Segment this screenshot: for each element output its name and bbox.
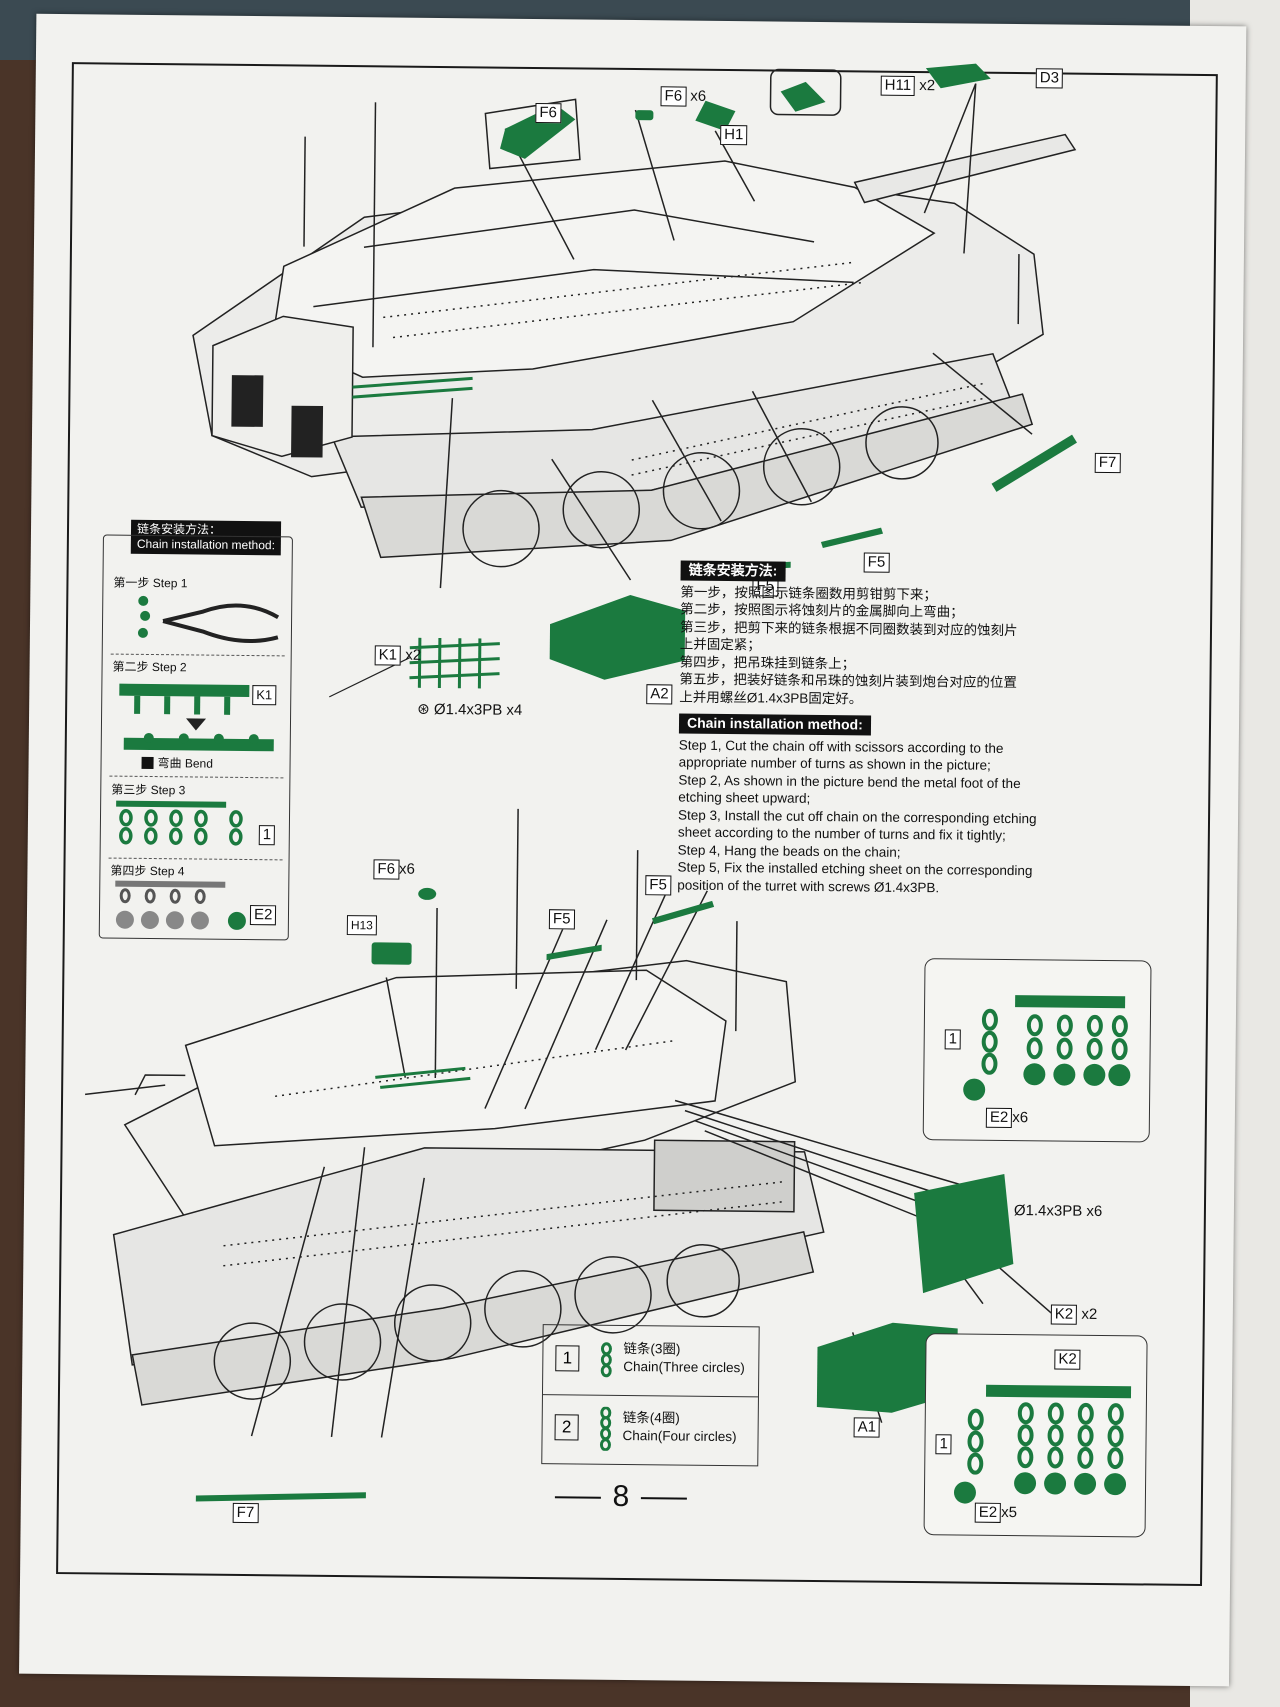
step3-num: 1 [258,825,276,846]
label-h1: H1 [720,124,748,146]
bend-icon [141,756,154,770]
label-f6-qty: F6 x6 [660,86,706,107]
chain-step3 [116,800,243,846]
instructions-cn-header: 链条安装方法: [680,560,786,582]
legend-row-1: 1 链条(3圈) Chain(Three circles) [542,1325,759,1398]
chain-step4 [115,880,246,930]
green-parts-top [500,63,1077,680]
divider [108,857,283,861]
top-tank-drawing [192,63,1077,698]
chain-3-circles-detail [963,995,1131,1101]
step1-label: 第一步 Step 1 [113,575,188,591]
legend-row-2: 2 链条(4圈) Chain(Four circles) [542,1394,758,1465]
pliers-icon [137,595,280,643]
divider [109,775,284,779]
callout1-num: 1 [944,1029,962,1050]
label-f6-large: F6 [535,102,562,124]
label-f5-c: F5 [548,909,575,930]
legend-text-2: 链条(4圈) Chain(Four circles) [622,1409,737,1445]
legend-num-2: 2 [554,1414,579,1441]
label-k1: K1 x2 [374,645,422,666]
chain-links-top [352,376,473,399]
step4-part-e2: E2 [249,905,277,926]
k1-chains [409,637,500,689]
instructions-en-header: Chain installation method: [678,713,871,736]
label-screw-top: ⊛ Ø1.4x3PB x4 [417,700,523,719]
screw-icon: ⊛ [417,700,430,718]
chain-legend: 1 链条(3圈) Chain(Three circles) 2 链条(4圈) C… [541,1324,760,1467]
etched-sheet-k1 [119,683,274,752]
chain-3-icon [599,1342,613,1378]
label-f5-d: F5 [645,875,671,896]
steps-panel: 第一步 Step 1 第二步 Step 2 K1 弯曲 Bend 第三步 Ste… [98,534,293,941]
manual-page: F6 F6 x6 H1 H11 x2 D3 F7 F5 F5 A2 K1 x2 … [19,13,1247,1687]
label-a2: A2 [646,684,673,705]
step4-label: 第四步 Step 4 [110,863,185,879]
label-k2-qty: K2 x2 [1050,1304,1098,1325]
chain-4-icon [598,1406,612,1452]
label-f7-top: F7 [1094,452,1121,474]
label-h11: H11 x2 [880,75,936,97]
label-d3: D3 [1035,68,1064,89]
divider [110,653,285,657]
chain-links-bottom [375,1066,471,1089]
label-screw-bottom: Ø1.4x3PB x6 [1013,1202,1103,1220]
legend-text-1: 链条(3圈) Chain(Three circles) [623,1340,745,1376]
label-a1: A1 [853,1417,881,1438]
step2-label: 第二步 Step 2 [112,659,187,675]
callout2-num: 1 [935,1434,952,1455]
legend-num-1: 1 [555,1345,580,1372]
instructions-block: 链条安装方法: 第一步，按照图示链条圈数用剪钳剪下来； 第二步，按照图示将蚀刻片… [677,560,1110,898]
label-h13: H13 [346,915,378,936]
bend-label: 弯曲 Bend [141,754,213,772]
